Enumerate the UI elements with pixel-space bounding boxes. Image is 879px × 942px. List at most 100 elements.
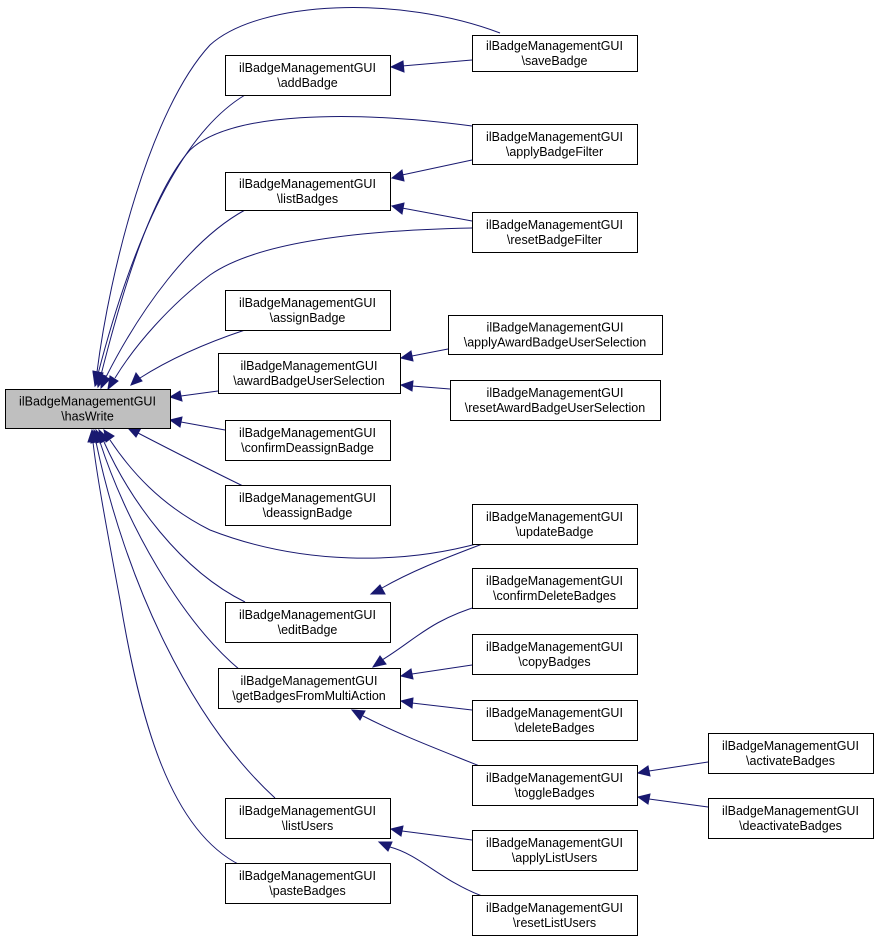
node-method-label: \updateBadge bbox=[516, 525, 594, 539]
node-pasteBadges[interactable]: ilBadgeManagementGUI\pasteBadges bbox=[225, 863, 391, 904]
edge-applyBadgeFilter-to-root bbox=[95, 116, 473, 389]
arrowhead-icon bbox=[390, 169, 405, 182]
node-box[interactable] bbox=[225, 55, 391, 96]
edge-resetListUsers-to-listUsers bbox=[377, 841, 483, 897]
node-updateBadge[interactable]: ilBadgeManagementGUI\updateBadge bbox=[472, 504, 638, 545]
arrowhead-icon bbox=[168, 390, 183, 402]
node-box[interactable] bbox=[218, 353, 401, 394]
arrowhead-icon bbox=[130, 372, 143, 386]
node-addBadge[interactable]: ilBadgeManagementGUI\addBadge bbox=[225, 55, 391, 96]
node-activateBadges[interactable]: ilBadgeManagementGUI\activateBadges bbox=[708, 733, 874, 774]
edge-toggleBadges-to-getBadgesFromMultiAction bbox=[350, 709, 483, 768]
node-getBadgesFromMultiAction[interactable]: ilBadgeManagementGUI\getBadgesFromMultiA… bbox=[218, 668, 401, 709]
node-resetBadgeFilter[interactable]: ilBadgeManagementGUI\resetBadgeFilter bbox=[472, 212, 638, 253]
edge-resetBadgeFilter-to-root bbox=[107, 227, 473, 391]
node-method-label: \pasteBadges bbox=[269, 884, 345, 898]
nodes-layer: ilBadgeManagementGUI\hasWrite ilBadgeMana… bbox=[5, 35, 874, 936]
node-class-label: ilBadgeManagementGUI bbox=[239, 491, 376, 505]
node-box[interactable] bbox=[472, 212, 638, 253]
node-box[interactable] bbox=[472, 634, 638, 675]
node-box[interactable] bbox=[472, 35, 638, 72]
node-deleteBadges[interactable]: ilBadgeManagementGUI\deleteBadges bbox=[472, 700, 638, 741]
arrowhead-icon bbox=[636, 765, 651, 777]
node-class-label: ilBadgeManagementGUI bbox=[722, 804, 859, 818]
node-box[interactable] bbox=[225, 290, 391, 331]
node-method-label: \applyListUsers bbox=[512, 851, 597, 865]
edge-copyBadges-to-getBadgesFromMultiAction bbox=[399, 664, 473, 680]
node-box[interactable] bbox=[225, 602, 391, 643]
node-box[interactable] bbox=[472, 124, 638, 165]
node-toggleBadges[interactable]: ilBadgeManagementGUI\toggleBadges bbox=[472, 765, 638, 806]
node-box[interactable] bbox=[225, 172, 391, 211]
node-deassignBadge[interactable]: ilBadgeManagementGUI\deassignBadge bbox=[225, 485, 391, 526]
arrowhead-icon bbox=[399, 697, 414, 709]
node-applyBadgeFilter[interactable]: ilBadgeManagementGUI\applyBadgeFilter bbox=[472, 124, 638, 165]
edge-line bbox=[97, 94, 246, 375]
node-class-label: ilBadgeManagementGUI bbox=[486, 510, 623, 524]
node-class-label: ilBadgeManagementGUI bbox=[239, 61, 376, 75]
node-method-label: \toggleBadges bbox=[515, 786, 595, 800]
edge-line bbox=[648, 761, 709, 772]
node-confirmDeassignBadge[interactable]: ilBadgeManagementGUI\confirmDeassignBadg… bbox=[225, 420, 391, 461]
node-copyBadges[interactable]: ilBadgeManagementGUI\copyBadges bbox=[472, 634, 638, 675]
node-box[interactable] bbox=[225, 485, 391, 526]
node-method-label: \resetBadgeFilter bbox=[507, 233, 602, 247]
edge-line bbox=[95, 441, 276, 799]
arrowhead-icon bbox=[399, 380, 414, 392]
node-box[interactable] bbox=[708, 733, 874, 774]
node-box[interactable] bbox=[472, 830, 638, 871]
arrowhead-icon bbox=[390, 202, 405, 215]
node-saveBadge[interactable]: ilBadgeManagementGUI\saveBadge bbox=[472, 35, 638, 72]
arrowhead-icon bbox=[369, 584, 386, 595]
edge-line bbox=[100, 116, 473, 376]
node-method-label: \confirmDeassignBadge bbox=[241, 441, 374, 455]
node-box[interactable] bbox=[5, 389, 171, 429]
edge-awardBadgeUserSelection-to-root bbox=[168, 390, 219, 402]
edge-saveBadge-to-addBadge bbox=[389, 59, 473, 73]
node-applyListUsers[interactable]: ilBadgeManagementGUI\applyListUsers bbox=[472, 830, 638, 871]
node-box[interactable] bbox=[472, 895, 638, 936]
node-box[interactable] bbox=[472, 504, 638, 545]
node-class-label: ilBadgeManagementGUI bbox=[486, 901, 623, 915]
node-class-label: ilBadgeManagementGUI bbox=[486, 640, 623, 654]
node-method-label: \activateBadges bbox=[746, 754, 835, 768]
node-editBadge[interactable]: ilBadgeManagementGUI\editBadge bbox=[225, 602, 391, 643]
node-listBadges[interactable]: ilBadgeManagementGUI\listBadges bbox=[225, 172, 391, 211]
node-method-label: \deleteBadges bbox=[515, 721, 595, 735]
node-method-label: \copyBadges bbox=[518, 655, 590, 669]
arrowhead-icon bbox=[168, 416, 183, 428]
node-box[interactable] bbox=[225, 863, 391, 904]
edge-line bbox=[389, 846, 483, 897]
node-confirmDeleteBadges[interactable]: ilBadgeManagementGUI\confirmDeleteBadges bbox=[472, 568, 638, 609]
edge-line bbox=[114, 227, 473, 379]
node-resetListUsers[interactable]: ilBadgeManagementGUI\resetListUsers bbox=[472, 895, 638, 936]
node-resetAwardBadgeUserSelection[interactable]: ilBadgeManagementGUI\resetAwardBadgeUser… bbox=[450, 380, 661, 421]
edge-line bbox=[362, 715, 483, 768]
node-assignBadge[interactable]: ilBadgeManagementGUI\assignBadge bbox=[225, 290, 391, 331]
node-box[interactable] bbox=[450, 380, 661, 421]
node-class-label: ilBadgeManagementGUI bbox=[722, 739, 859, 753]
node-root[interactable]: ilBadgeManagementGUI\hasWrite bbox=[5, 389, 171, 429]
edge-line bbox=[401, 207, 473, 222]
node-listUsers[interactable]: ilBadgeManagementGUI\listUsers bbox=[225, 798, 391, 839]
node-awardBadgeUserSelection[interactable]: ilBadgeManagementGUI\awardBadgeUserSelec… bbox=[218, 353, 401, 394]
node-box[interactable] bbox=[225, 420, 391, 461]
node-applyAwardBadgeUserSelection[interactable]: ilBadgeManagementGUI\applyAwardBadgeUser… bbox=[448, 315, 663, 355]
edge-addBadge-to-root bbox=[92, 94, 246, 388]
node-box[interactable] bbox=[225, 798, 391, 839]
node-class-label: ilBadgeManagementGUI bbox=[486, 771, 623, 785]
node-box[interactable] bbox=[472, 568, 638, 609]
node-class-label: ilBadgeManagementGUI bbox=[487, 321, 624, 335]
node-deactivateBadges[interactable]: ilBadgeManagementGUI\deactivateBadges bbox=[708, 798, 874, 839]
arrowhead-icon bbox=[399, 668, 414, 680]
node-method-label: \deassignBadge bbox=[263, 506, 353, 520]
node-box[interactable] bbox=[472, 765, 638, 806]
node-box[interactable] bbox=[448, 315, 663, 355]
node-box[interactable] bbox=[218, 668, 401, 709]
edge-deactivateBadges-to-toggleBadges bbox=[636, 793, 709, 808]
arrowhead-icon bbox=[377, 841, 393, 852]
node-box[interactable] bbox=[472, 700, 638, 741]
node-box[interactable] bbox=[708, 798, 874, 839]
node-method-label: \resetListUsers bbox=[513, 916, 596, 930]
